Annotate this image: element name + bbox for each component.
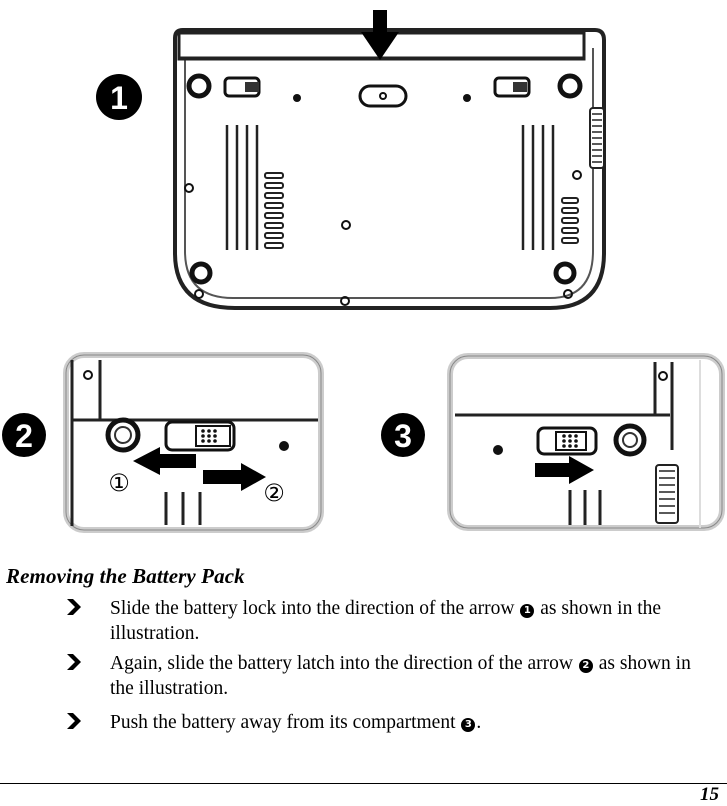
step-text-part: .: [476, 712, 482, 733]
chevron-right-icon: [67, 713, 81, 729]
step-badge-2: 2: [2, 413, 46, 457]
step-badge-3: 3: [381, 413, 425, 457]
battery-step2-illustration: 2 ① ②: [2, 352, 324, 533]
step-badge-3-label: 3: [394, 418, 412, 454]
direction-2-label: ②: [263, 479, 285, 507]
chevron-right-icon: [67, 654, 81, 670]
step-text-part: as shown in the illustration.: [110, 598, 662, 644]
section-title: Removing the Battery Pack: [6, 564, 245, 588]
battery-latch: [164, 420, 236, 452]
step-badge-1-label: 1: [110, 80, 128, 116]
chevron-right-icon: [67, 599, 81, 615]
step-text: Slide the battery lock into the directio…: [110, 596, 710, 646]
step-text-part: Push the battery away from its compartme…: [110, 712, 461, 733]
laptop-underside: [173, 28, 606, 310]
step-marker: 3: [461, 718, 476, 732]
step-marker: 1: [520, 604, 535, 618]
step-text: Push the battery away from its compartme…: [110, 710, 710, 735]
battery-step3-illustration: 3: [381, 353, 725, 531]
page-number: 15: [700, 784, 719, 805]
step-badge-2-label: 2: [15, 418, 33, 454]
step-text-part: as shown in the illustration.: [110, 653, 691, 699]
arrow-right-icon: [535, 456, 594, 484]
step-text: Again, slide the battery latch into the …: [110, 651, 710, 701]
footer-divider: [0, 783, 727, 784]
battery-latch-left: [223, 76, 261, 98]
step-text-part: Again, slide the battery latch into the …: [110, 653, 578, 674]
step-marker: 2: [578, 659, 593, 673]
push-down-arrow-icon: [361, 10, 399, 60]
battery-main-illustration: 1: [96, 10, 606, 310]
battery-latch-right: [493, 76, 531, 98]
arrow-left-icon: [133, 447, 196, 475]
arrow-right-icon: [203, 463, 266, 491]
battery-latch: [536, 426, 598, 456]
step-badge-1: 1: [96, 74, 142, 120]
step-text-part: Slide the battery lock into the directio…: [110, 598, 520, 619]
direction-1-label: ①: [108, 469, 130, 497]
